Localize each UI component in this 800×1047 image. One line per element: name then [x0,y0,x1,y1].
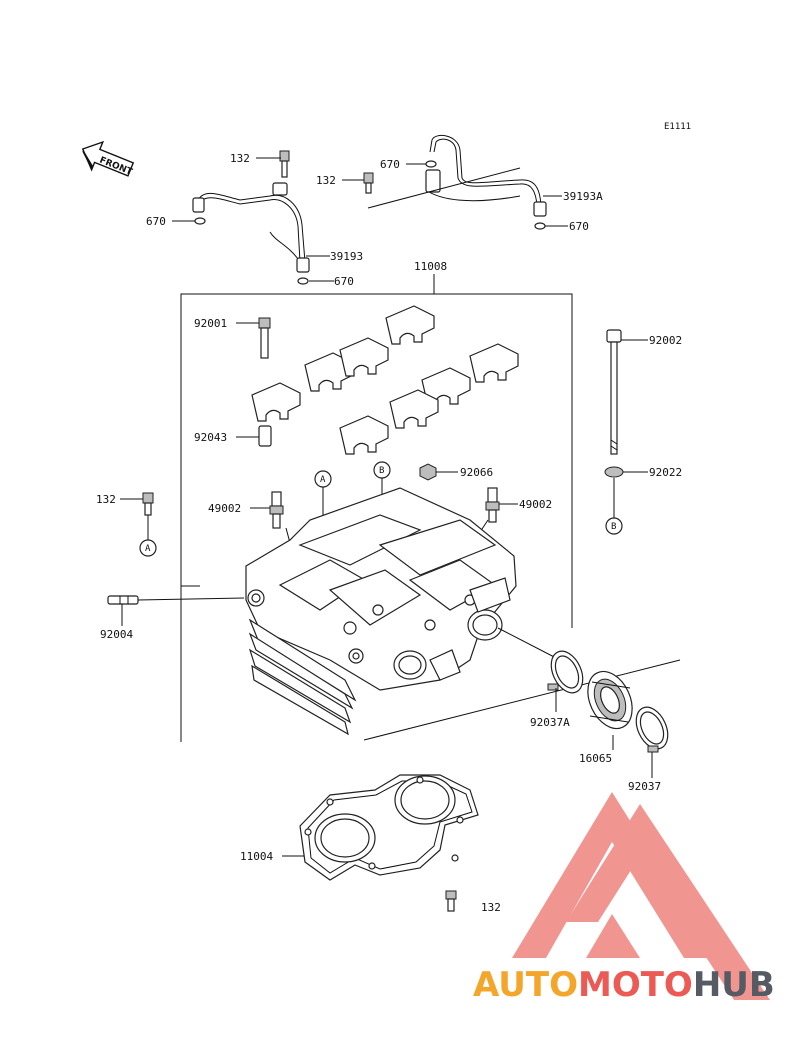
ref-a-text-head: A [320,475,326,485]
label-670-right: 670 [569,220,589,233]
plug-49002-left-icon [269,491,284,529]
label-11004: 11004 [240,850,273,863]
automotohub-wordmark: AUTOMOTOHUB [473,965,775,1005]
label-92022: 92022 [649,466,682,479]
oil-pipe-39193 [192,182,310,273]
dowel-92043-icon [258,425,272,447]
label-670-tl: 670 [146,215,166,228]
o-ring-670-tl-icon [194,217,206,225]
clamp-92037-icon [635,706,669,753]
head-gasket-11004-icon [299,774,479,881]
stud-92004-icon [107,595,139,605]
watermark-hub: HUB [693,965,775,1005]
label-132-top-mid: 132 [316,174,336,187]
o-ring-670-mid-icon [425,160,437,168]
cylinder-head [245,487,517,736]
label-92004: 92004 [100,628,133,641]
ref-a-circle-left [139,539,157,557]
label-92001: 92001 [194,317,227,330]
o-ring-670-bottom-icon [297,277,309,285]
nut-92066-icon [419,463,437,481]
plug-49002-right-icon [485,487,500,523]
label-39193: 39193 [330,250,363,263]
front-arrow-icon: FRONT [81,140,134,178]
label-670-top-mid: 670 [380,158,400,171]
clamp-92037a-icon [547,650,584,694]
label-132-bottom: 132 [481,901,501,914]
intake-holder-16065-icon [587,670,633,730]
label-670-bottom: 670 [334,275,354,288]
label-92037: 92037 [628,780,661,793]
label-92066: 92066 [460,466,493,479]
ref-b-circle-right [605,517,623,535]
cam-cap-group [251,305,519,455]
bolt-132-left-icon [142,492,154,516]
svg-text:AUTOMOTOHUB: AUTOMOTOHUB [473,965,775,1005]
label-92037a: 92037A [530,716,570,729]
label-11008: 11008 [414,260,447,273]
watermark-auto: AUTO [473,965,578,1005]
washer-92022-icon [604,466,624,478]
oil-pipe-39193a [425,134,547,217]
stud-bolt-92002-icon [606,329,622,455]
page-code: E1111 [664,122,691,132]
automotohub-logo-icon [512,792,770,1000]
bolt-132-top-left-icon [279,150,290,178]
label-16065: 16065 [579,752,612,765]
ref-b-text-right: B [611,522,616,532]
ref-b-text-head: B [379,466,384,476]
bolt-92001-icon [258,317,271,359]
watermark-moto: MOTO [578,965,693,1005]
label-49002-left: 49002 [208,502,241,515]
bolt-132-top-mid-icon [363,172,374,194]
label-92043: 92043 [194,431,227,444]
label-39193a: 39193A [563,190,603,203]
bolt-132-bottom-icon [445,890,457,912]
o-ring-670-right-icon [534,222,546,230]
label-92002: 92002 [649,334,682,347]
label-49002-right: 49002 [519,498,552,511]
ref-a-text-left: A [145,544,151,554]
label-132-left: 132 [96,493,116,506]
label-132-top-left: 132 [230,152,250,165]
